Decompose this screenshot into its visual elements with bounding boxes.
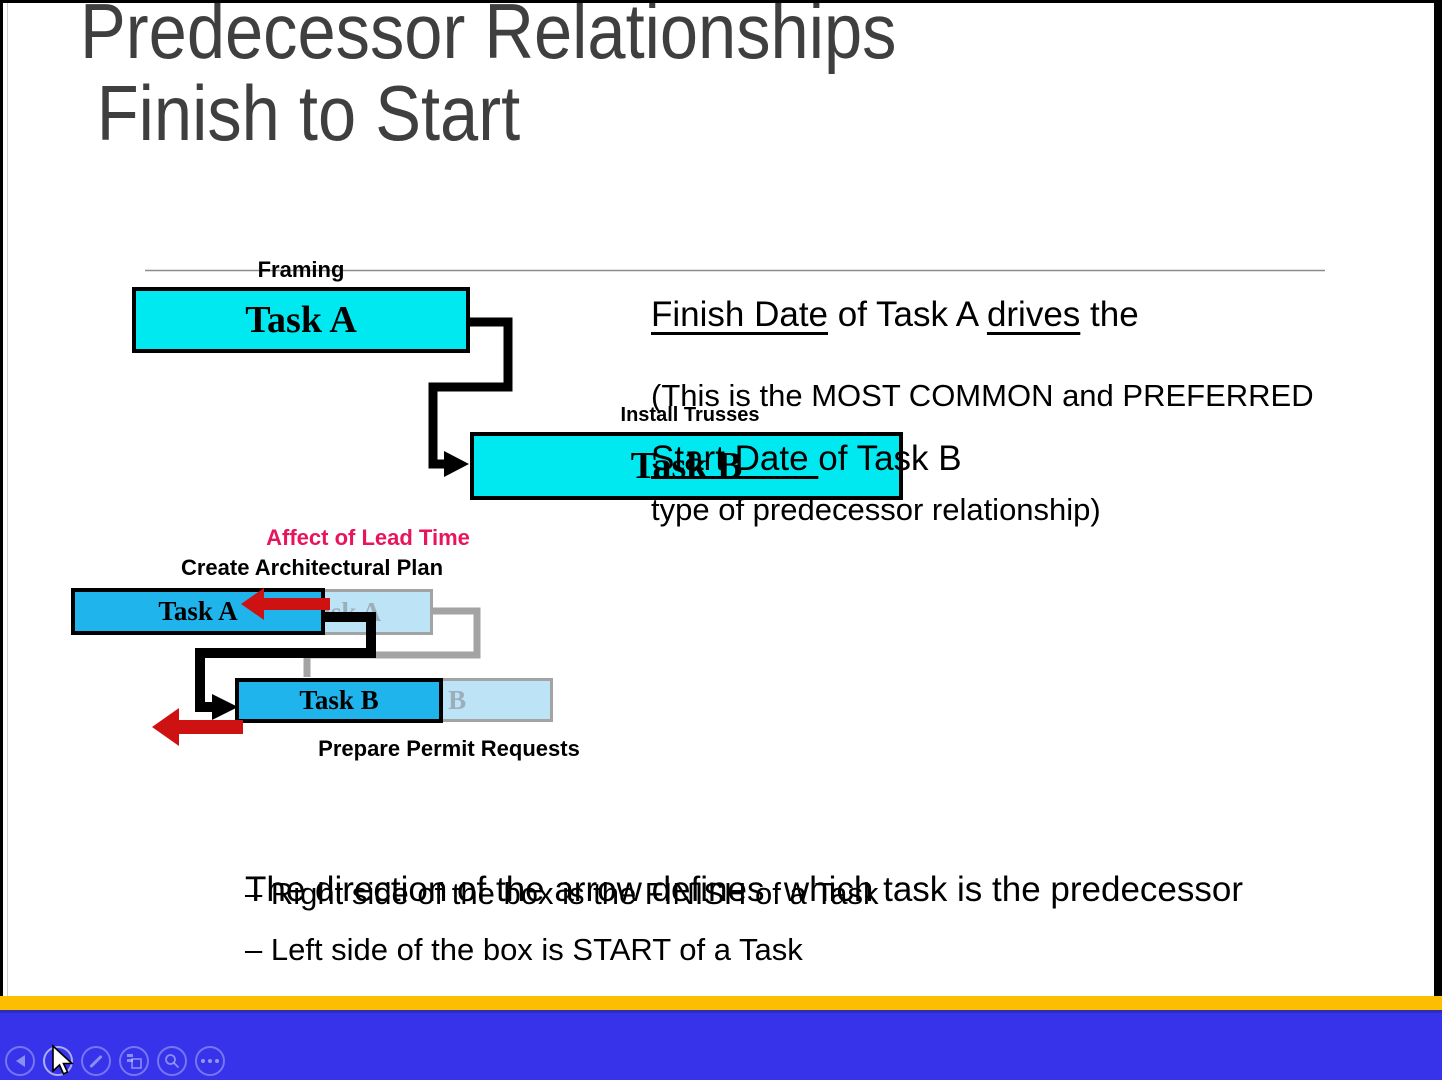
task-b-box-lower: Task B — [235, 678, 443, 723]
presenter-toolbar — [5, 1046, 225, 1076]
bullet-start: – Left side of the box is START of a Tas… — [245, 932, 803, 967]
previous-slide-button[interactable] — [5, 1046, 35, 1076]
note-line2: type of predecessor relationship) — [651, 492, 1101, 527]
install-trusses-label: Install Trusses — [620, 404, 760, 426]
heading-text: the — [1080, 295, 1139, 334]
slide-title-line2: Finish to Start — [96, 69, 521, 157]
more-options-icon — [201, 1059, 219, 1063]
heading-line1: Finish Date of Task A drives the — [651, 291, 1139, 339]
bullet-finish: – Right side of the box is the FINISH of… — [245, 876, 879, 911]
task-a-label-lower: Task A — [158, 596, 238, 626]
slide-title-line1: Predecessor Relationships — [80, 0, 897, 75]
pen-icon — [89, 1054, 103, 1068]
frame-left-edge — [0, 0, 3, 996]
heading-line2: Start Date of Task B — [651, 435, 1139, 483]
frame-top-edge — [0, 0, 1442, 3]
finish-date-underlined: Finish Date — [651, 295, 829, 334]
see-all-slides-icon — [127, 1054, 142, 1069]
fs-connector-upper-arrowhead — [444, 451, 469, 477]
task-b-box-upper: Task B — [470, 432, 903, 500]
pen-button[interactable] — [81, 1046, 111, 1076]
gold-accent-bar — [0, 996, 1442, 1010]
see-all-slides-button[interactable] — [119, 1046, 149, 1076]
zoom-icon — [165, 1054, 180, 1069]
heading-text: of Task A — [828, 295, 987, 334]
slide-title: Predecessor Relationships Finish to Star… — [80, 0, 896, 154]
lead-time-label: Affect of Lead Time — [266, 525, 470, 550]
previous-slide-icon — [15, 1055, 25, 1067]
presenter-bottom-bar — [0, 1010, 1442, 1080]
mouse-cursor — [52, 1044, 74, 1076]
task-b-label-upper: Task B — [630, 445, 743, 487]
drives-underlined: drives — [986, 295, 1081, 334]
finish-start-heading: Finish Date of Task A drives the Start D… — [651, 195, 1139, 579]
task-b-label-lower: Task B — [299, 685, 379, 715]
framing-label: Framing — [257, 257, 345, 282]
most-common-note: (This is the MOST COMMON and PREFERRED t… — [651, 301, 1314, 605]
task-a-box-upper: Task A — [132, 287, 470, 353]
paragraph-line1: The direction of the arrow defines which… — [245, 870, 1243, 909]
start-date-underlined: Start Date — [651, 439, 819, 478]
task-a-label-upper: Task A — [245, 299, 357, 341]
heading-text: of Task B — [818, 439, 962, 478]
frame-right-edge — [1434, 0, 1442, 996]
prepare-permits-label: Prepare Permit Requests — [318, 736, 580, 761]
lead-arrow-task-b-head — [152, 708, 179, 746]
slide-left-hairline — [7, 0, 8, 996]
more-options-button[interactable] — [195, 1046, 225, 1076]
create-plan-label: Create Architectural Plan — [180, 555, 444, 580]
task-a-box-lower: Task A — [71, 588, 325, 635]
note-line1: (This is the MOST COMMON and PREFERRED — [651, 378, 1314, 413]
zoom-button[interactable] — [157, 1046, 187, 1076]
